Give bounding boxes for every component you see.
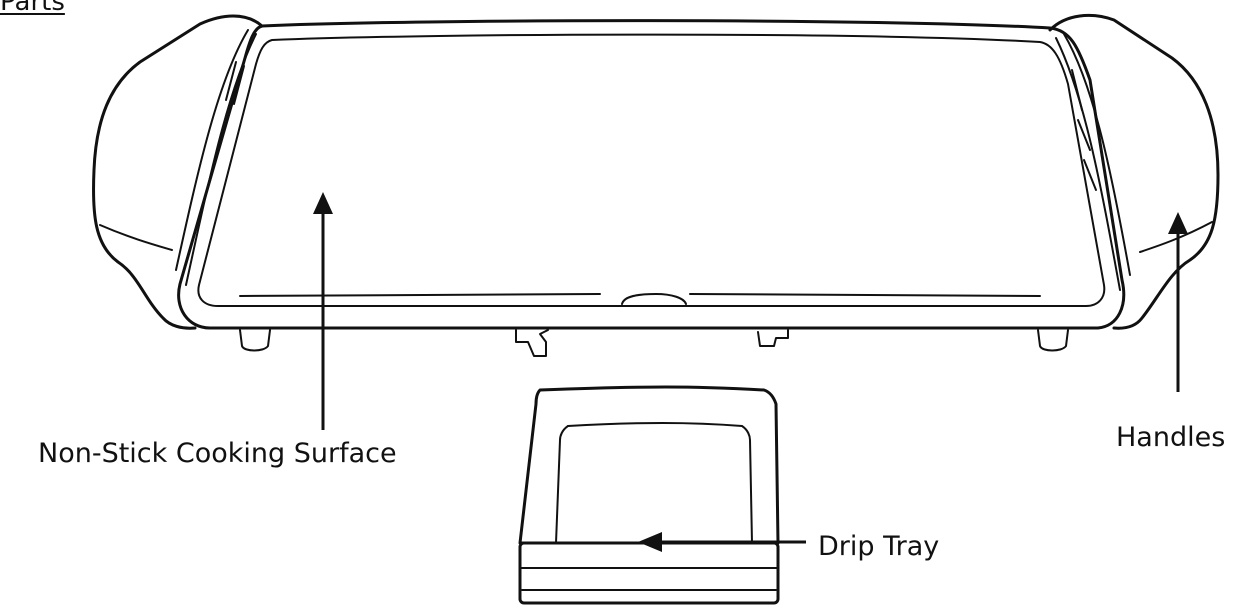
handles-arrow: [1168, 212, 1188, 392]
left-handle: [91, 14, 264, 330]
surface-arrow: [313, 192, 333, 430]
griddle-feet: [239, 329, 1069, 357]
right-handle: [1048, 13, 1220, 330]
drip-tray-label: Drip Tray: [818, 531, 940, 562]
drip-tray-arrow: [638, 532, 806, 552]
parts-heading: Parts: [0, 0, 65, 17]
drip-tray: [518, 385, 780, 605]
handles-label: Handles: [1116, 422, 1226, 453]
griddle-plate: [177, 19, 1126, 330]
surface-label: Non-Stick Cooking Surface: [38, 438, 397, 469]
